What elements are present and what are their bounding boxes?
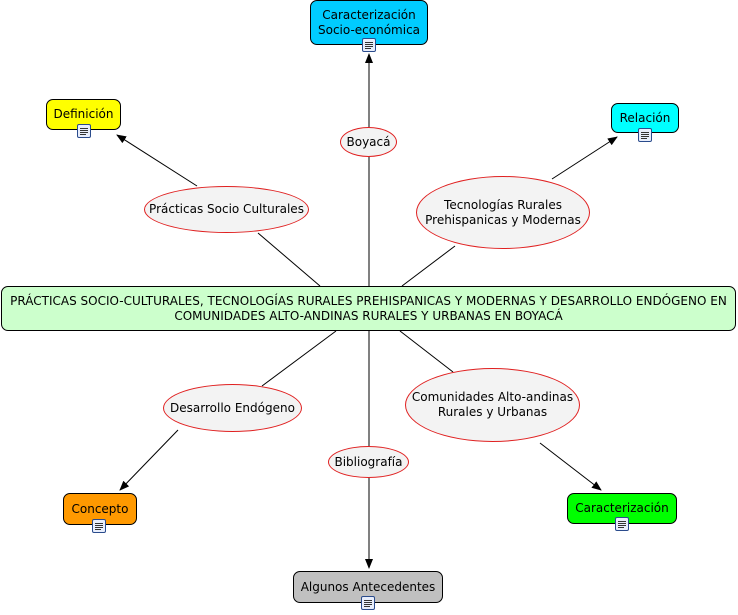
central-concept[interactable]: PRÁCTICAS SOCIO-CULTURALES, TECNOLOGÍAS … xyxy=(1,286,736,331)
phrase-label: Desarrollo Endógeno xyxy=(170,400,295,415)
phrase-label: Tecnologías Rurales Prehispanicas y Mode… xyxy=(425,197,581,227)
linking-phrase-practicas[interactable]: Prácticas Socio Culturales xyxy=(144,186,309,233)
phrase-label: Boyacá xyxy=(346,134,391,149)
phrase-label: Comunidades Alto-andinas Rurales y Urban… xyxy=(411,390,574,419)
link-center-practicas xyxy=(257,232,321,287)
linking-phrase-desarrollo[interactable]: Desarrollo Endógeno xyxy=(163,384,302,432)
central-concept-label: PRÁCTICAS SOCIO-CULTURALES, TECNOLOGÍAS … xyxy=(10,293,727,323)
concept-caracterizacion-socio-economica[interactable]: Caracterización Socio-económica xyxy=(310,0,428,45)
link-center-comunidades xyxy=(399,330,454,373)
document-icon[interactable] xyxy=(615,517,629,531)
document-icon[interactable] xyxy=(638,128,652,142)
link-center-tecnologias xyxy=(401,245,456,287)
document-icon[interactable] xyxy=(77,124,91,138)
concept-label: Algunos Antecedentes xyxy=(300,579,436,594)
document-icon[interactable] xyxy=(361,596,375,610)
linking-phrase-boyaca[interactable]: Boyacá xyxy=(340,127,397,157)
concept-label: Relación xyxy=(619,110,671,125)
concept-label: Caracterización Socio-económica xyxy=(317,7,421,37)
document-icon[interactable] xyxy=(92,519,106,533)
arrow-desarrollo-concepto xyxy=(119,429,179,491)
arrow-tecnologias-relacion xyxy=(551,136,618,180)
linking-phrase-tecnologias[interactable]: Tecnologías Rurales Prehispanicas y Mode… xyxy=(416,176,590,249)
arrow-practicas-definicion xyxy=(116,134,198,187)
phrase-label: Prácticas Socio Culturales xyxy=(149,202,304,216)
document-icon[interactable] xyxy=(362,38,376,52)
arrow-comunidades-caracterizacion xyxy=(539,442,602,491)
linking-phrase-bibliografia[interactable]: Bibliografía xyxy=(328,446,409,478)
link-center-desarrollo xyxy=(261,330,337,387)
concept-label: Concepto xyxy=(71,501,129,516)
phrase-label: Bibliografía xyxy=(334,454,403,469)
linking-phrase-comunidades[interactable]: Comunidades Alto-andinas Rurales y Urban… xyxy=(405,368,580,442)
concept-label: Caracterización xyxy=(575,501,669,515)
concept-label: Definición xyxy=(53,107,114,121)
